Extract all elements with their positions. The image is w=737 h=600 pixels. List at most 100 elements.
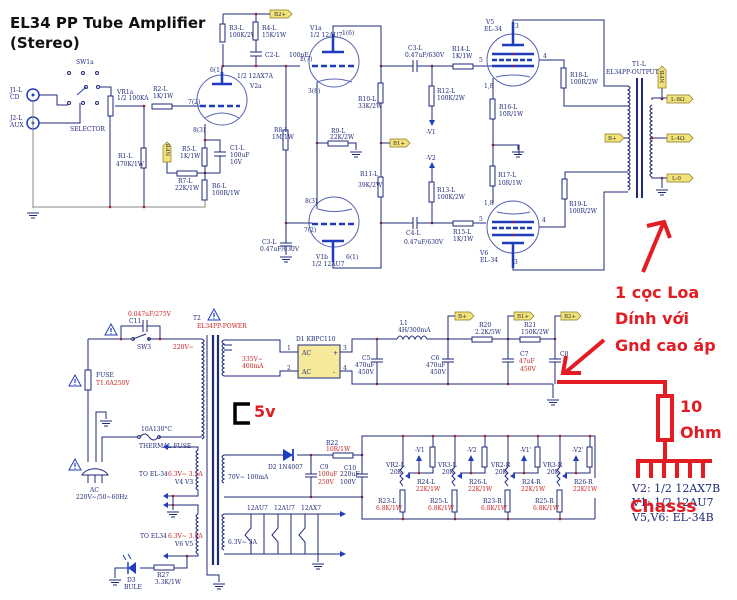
- svg-text:10R/1W: 10R/1W: [498, 180, 523, 187]
- svg-text:100K/2W: 100K/2W: [437, 194, 466, 201]
- svg-text:100uF: 100uF: [230, 152, 249, 159]
- arrow-up-icon: [521, 455, 527, 461]
- svg-text:5: 5: [479, 57, 483, 64]
- warning-icon: [68, 374, 82, 387]
- resistor-r2: [151, 103, 173, 110]
- resistor-r3: [219, 23, 226, 43]
- ground-icon: [166, 511, 180, 518]
- resistor-r15: [452, 220, 474, 227]
- svg-text:6(1): 6(1): [346, 254, 358, 261]
- speaker-tap-0[interactable]: L-0: [666, 173, 694, 183]
- ground-icon: [26, 212, 40, 219]
- net-tag-nfb-out: NFB: [657, 65, 667, 89]
- svg-text:T1-L: T1-L: [632, 61, 646, 68]
- svg-text:V4 V3: V4 V3: [174, 479, 193, 486]
- svg-text:EL34PP-OUTPUT: EL34PP-OUTPUT: [606, 69, 659, 76]
- svg-text:TO EL-34: TO EL-34: [139, 471, 168, 478]
- resistor-r1: [140, 147, 147, 169]
- bias-resistor-low: [504, 489, 511, 513]
- svg-text:C7: C7: [520, 351, 529, 358]
- resistor-r14: [452, 63, 474, 70]
- ground-icon: [279, 256, 293, 263]
- speaker-tap-4ohm[interactable]: L-4Ω: [666, 133, 694, 143]
- svg-text:R13-L: R13-L: [437, 187, 455, 194]
- net-tag-nfb: NFB: [162, 141, 172, 163]
- annotation-note-1: 1 cọc Loa: [615, 283, 699, 302]
- svg-text:100uF: 100uF: [318, 471, 337, 478]
- svg-text:22K/1W: 22K/1W: [416, 486, 441, 493]
- bias-pot[interactable]: [399, 466, 404, 487]
- svg-text:-V1': -V1': [520, 447, 532, 454]
- svg-text:C3-L: C3-L: [262, 239, 276, 246]
- net-tag-b-plus-ps: B+: [454, 311, 475, 321]
- svg-text:EL34PP-POWER: EL34PP-POWER: [197, 323, 247, 330]
- svg-text:R26-L: R26-L: [469, 479, 487, 486]
- bias-pot[interactable]: [556, 466, 561, 487]
- svg-text:AC: AC: [301, 369, 311, 376]
- annotation-arrow-bottom: [560, 338, 606, 375]
- volume-pot-vr1[interactable]: [107, 95, 114, 117]
- svg-text:FUSE: FUSE: [96, 372, 114, 379]
- svg-text:V5: V5: [485, 19, 494, 26]
- svg-text:22K/1W: 22K/1W: [521, 486, 546, 493]
- svg-text:6(1): 6(1): [210, 67, 222, 74]
- svg-text:R14-L: R14-L: [452, 46, 470, 53]
- svg-text:450V: 450V: [430, 369, 446, 376]
- svg-text:0.47uF/630V: 0.47uF/630V: [260, 246, 300, 253]
- svg-text:1(6): 1(6): [342, 30, 354, 37]
- selector-switch[interactable]: SW1a SELECTOR: [67, 59, 112, 133]
- svg-text:VR1a: VR1a: [116, 89, 134, 96]
- svg-text:3: 3: [343, 345, 347, 352]
- svg-text:C2-L: C2-L: [265, 52, 279, 59]
- svg-text:L-0: L-0: [672, 176, 682, 182]
- svg-text:SW3: SW3: [137, 344, 151, 351]
- bias-pot[interactable]: [504, 466, 509, 487]
- annotation-resistor: [656, 394, 674, 442]
- svg-text:D3: D3: [127, 577, 136, 584]
- svg-text:VR2-L: VR2-L: [385, 462, 405, 469]
- svg-text:1K/1W: 1K/1W: [452, 53, 473, 60]
- ground-icon: [212, 583, 226, 590]
- svg-text:C10: C10: [344, 465, 356, 472]
- svg-text:4: 4: [542, 217, 546, 224]
- svg-text:1M/1W: 1M/1W: [272, 134, 295, 141]
- bias-resistor: [429, 446, 436, 468]
- svg-text:R18-L: R18-L: [570, 72, 588, 79]
- annotation-chassis: Chasss: [630, 497, 696, 517]
- svg-text:EL-34: EL-34: [480, 257, 498, 264]
- speaker-tap-8ohm[interactable]: L-8Ω: [666, 94, 694, 104]
- ground-icon: [349, 151, 363, 158]
- svg-text:R27: R27: [157, 572, 169, 579]
- input-jack-cd: J1-L CD: [9, 87, 40, 102]
- power-switch-sw3[interactable]: [132, 333, 147, 340]
- annotation-5v: 5v: [254, 402, 276, 421]
- svg-text:6.8K/1W: 6.8K/1W: [428, 505, 455, 512]
- svg-text:2(7): 2(7): [300, 56, 312, 63]
- svg-text:R25-R: R25-R: [535, 498, 554, 505]
- svg-text:EL-34: EL-34: [484, 26, 502, 33]
- svg-text:8(3): 8(3): [193, 127, 205, 134]
- net-tag-b-plus: B+: [604, 133, 625, 143]
- resistor-r27: [153, 564, 175, 571]
- pilot-led-d3: D3 BULE: [122, 553, 142, 591]
- svg-text:B+: B+: [608, 136, 617, 142]
- bridge-rectifier-d1: AC AC + - D1 KBPC110 1 2 3 4: [287, 336, 347, 379]
- ground-icon: [311, 563, 325, 570]
- svg-text:1K/1W: 1K/1W: [153, 93, 174, 100]
- svg-text:1/2 100KA: 1/2 100KA: [117, 95, 149, 102]
- svg-text:R3-L: R3-L: [229, 25, 243, 32]
- net-tag-b2-ps: B2+: [560, 311, 582, 321]
- diode-d2: D2 1N4007: [268, 449, 303, 471]
- svg-text:R9-L: R9-L: [331, 128, 345, 135]
- svg-text:5: 5: [479, 216, 483, 223]
- svg-text:0.47uF/630V: 0.47uF/630V: [405, 52, 445, 59]
- warning-icon: [68, 458, 82, 471]
- net-tag-b2: B2+: [269, 9, 293, 19]
- resistor-r13: [428, 181, 435, 203]
- svg-text:220V~: 220V~: [173, 344, 194, 351]
- svg-text:B+: B+: [458, 314, 467, 320]
- svg-text:47uF: 47uF: [519, 358, 535, 365]
- bias-resistor: [534, 446, 541, 468]
- svg-text:C5: C5: [362, 355, 371, 362]
- bias-pot[interactable]: [451, 466, 456, 487]
